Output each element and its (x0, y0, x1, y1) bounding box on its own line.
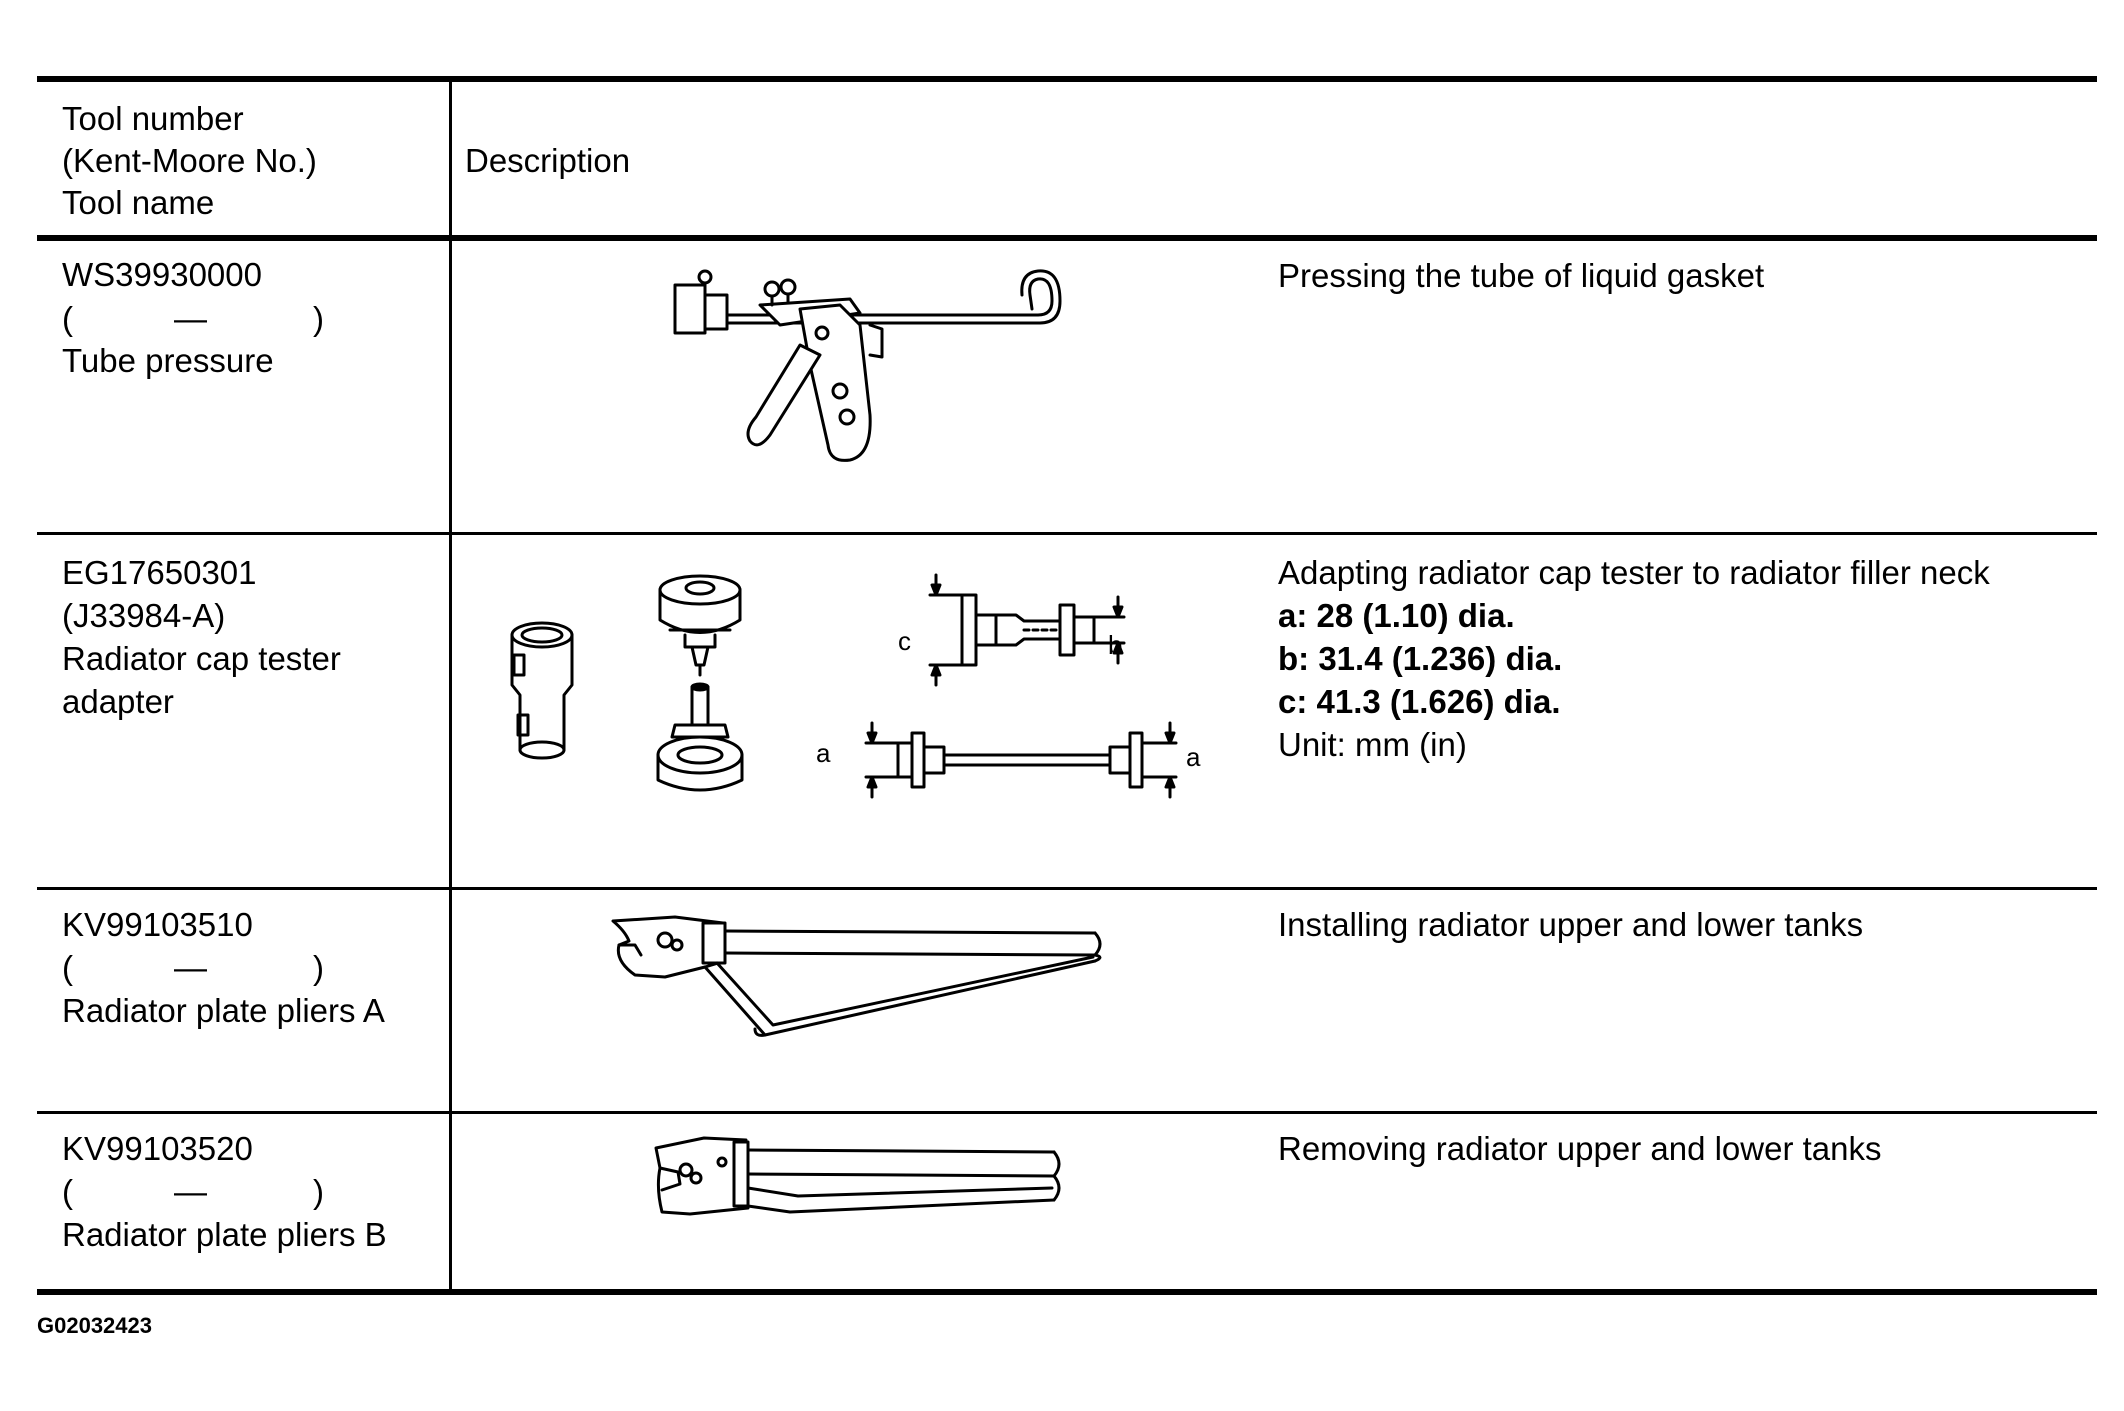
dim-label-b: b (1108, 630, 1123, 660)
tool-name: Radiator cap tester (62, 640, 341, 677)
kent-moore-open: ( (62, 949, 73, 986)
kent-moore-number: (J33984-A) (62, 597, 226, 634)
kent-moore-open: ( (62, 1173, 73, 1210)
tool-name: Radiator plate pliers B (62, 1216, 387, 1253)
kent-moore-dash: — (174, 1173, 207, 1210)
header-kent-moore: (Kent-Moore No.) (62, 142, 317, 179)
kent-moore-close: ) (313, 300, 324, 337)
row-divider (37, 887, 2097, 890)
description: Pressing the tube of liquid gasket (1278, 257, 1765, 294)
table-bottom-rule (37, 1289, 2097, 1295)
plate-pliers-b-icon (654, 1136, 1061, 1216)
tube-pressure-gun-icon (673, 269, 1062, 462)
tool-number: KV99103520 (62, 1130, 253, 1167)
tool-name: Radiator plate pliers A (62, 992, 385, 1029)
tool-number: KV99103510 (62, 906, 253, 943)
header-tool-number: Tool number (62, 100, 244, 137)
dim-label-c: c (898, 626, 911, 656)
spec-b: b: 31.4 (1.236) dia. (1278, 640, 1563, 677)
description: Removing radiator upper and lower tanks (1278, 1130, 1882, 1167)
header-tool-name: Tool name (62, 184, 215, 221)
kent-moore-close: ) (313, 949, 324, 986)
description: Installing radiator upper and lower tank… (1278, 906, 1864, 943)
tool-name: adapter (62, 683, 174, 720)
dim-label-a: a (1186, 742, 1201, 772)
description: Adapting radiator cap tester to radiator… (1278, 554, 1990, 591)
unit-note: Unit: mm (in) (1278, 726, 1467, 763)
plate-pliers-a-icon (611, 915, 1102, 1037)
tool-number: WS39930000 (62, 256, 262, 293)
header-description: Description (465, 142, 631, 179)
row-divider (37, 1111, 2097, 1114)
kent-moore-dash: — (174, 300, 207, 337)
figure-id: G02032423 (37, 1313, 152, 1338)
kent-moore-open: ( (62, 300, 73, 337)
spec-a: a: 28 (1.10) dia. (1278, 597, 1515, 634)
column-divider (449, 78, 452, 1294)
tool-number: EG17650301 (62, 554, 257, 591)
spec-c: c: 41.3 (1.626) dia. (1278, 683, 1561, 720)
header-bottom-rule (37, 235, 2097, 241)
table-top-rule (37, 76, 2097, 82)
radiator-cap-adapter-icon (510, 573, 1178, 799)
kent-moore-dash: — (174, 949, 207, 986)
tool-name: Tube pressure (62, 342, 274, 379)
dim-label-a: a (816, 738, 831, 768)
kent-moore-close: ) (313, 1173, 324, 1210)
row-divider (37, 532, 2097, 535)
